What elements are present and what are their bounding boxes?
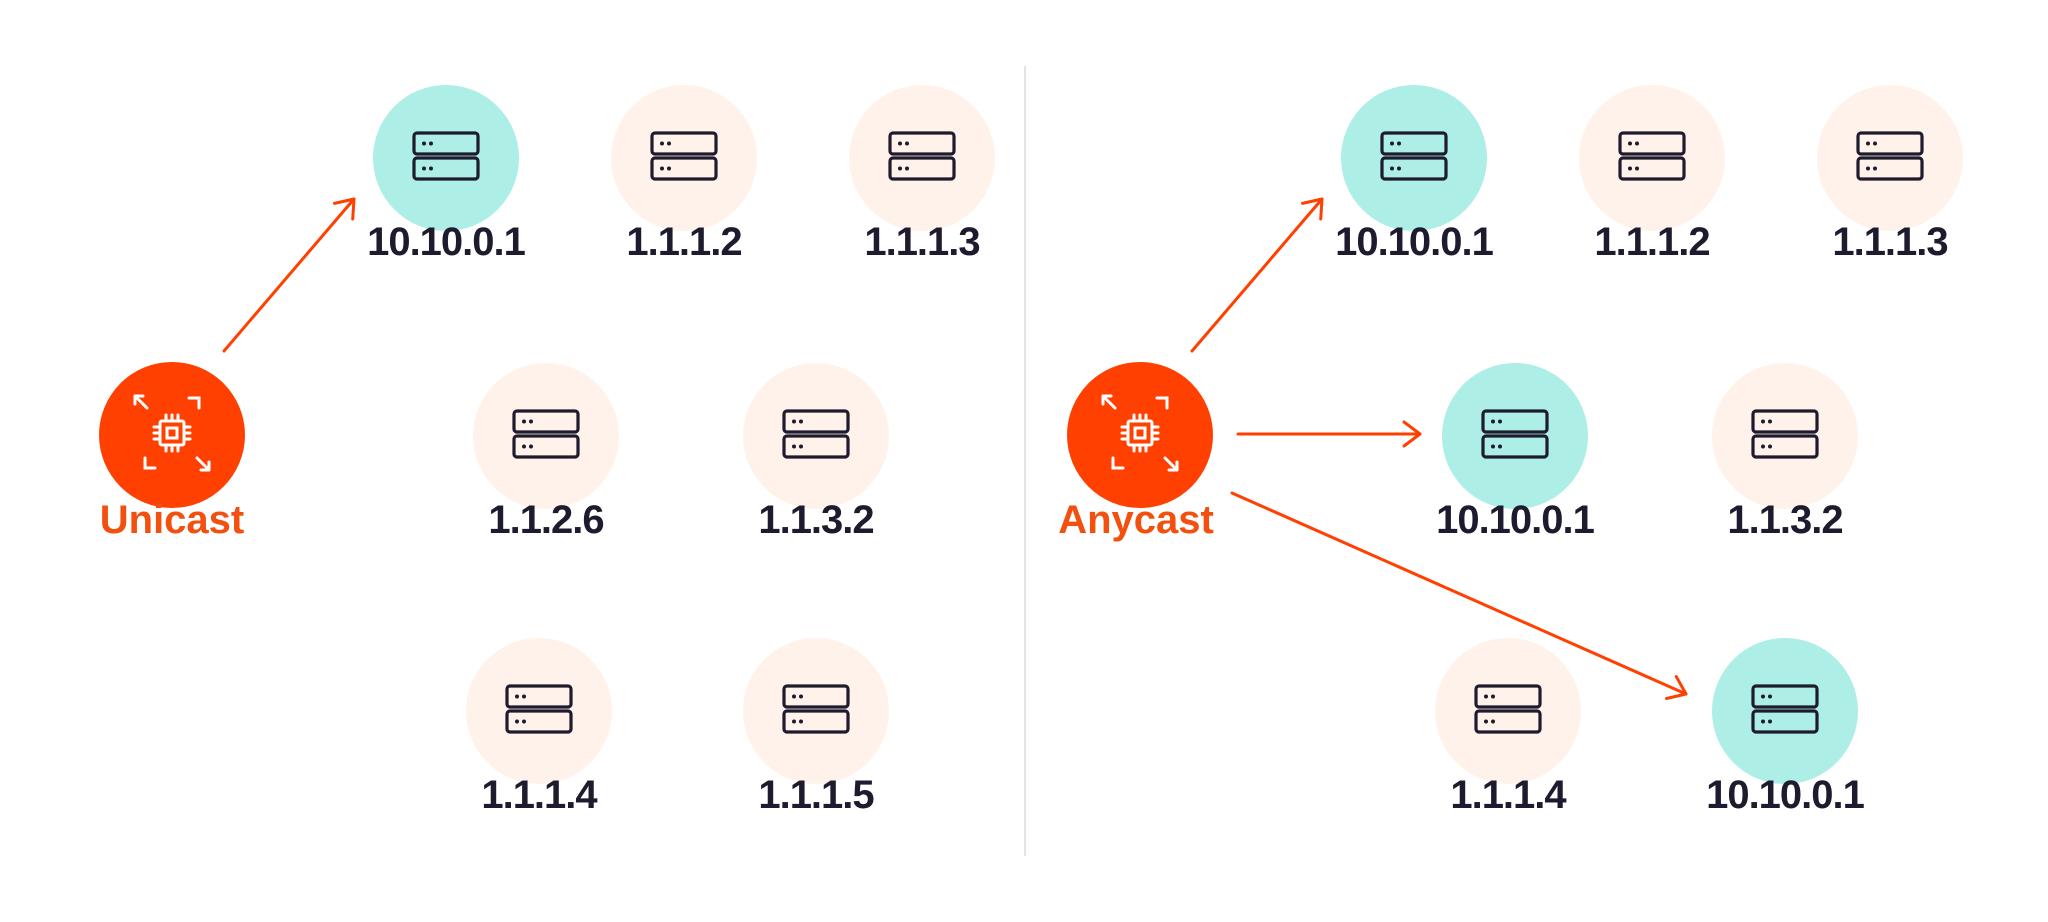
unicast-arrow-0-head: [332, 197, 356, 221]
server-ip-label: 1.1.1.4: [481, 773, 597, 817]
server-icon: [1480, 408, 1550, 465]
server-node: [1579, 85, 1725, 231]
server-ip-label: 1.1.1.4: [1450, 773, 1566, 817]
server-ip-label: 1.1.1.2: [626, 220, 742, 264]
server-icon: [781, 408, 851, 465]
anycast-arrow-1-head: [1402, 420, 1422, 448]
server-ip-label: 1.1.3.2: [1727, 498, 1843, 542]
chip-icon: [127, 388, 217, 483]
anycast-source-label: Anycast: [1058, 498, 1214, 542]
unicast-source-node: [99, 362, 245, 508]
server-icon: [1750, 408, 1820, 465]
server-icon: [504, 683, 574, 740]
server-node: [1442, 363, 1588, 509]
server-icon: [1855, 130, 1925, 187]
server-icon: [411, 130, 481, 187]
server-ip-label: 1.1.1.3: [1832, 220, 1948, 264]
anycast-arrow-0-head: [1300, 197, 1324, 221]
server-node: [1817, 85, 1963, 231]
server-icon: [1617, 130, 1687, 187]
anycast-arrow-2-head: [1665, 675, 1688, 700]
server-node: [1435, 638, 1581, 784]
server-node: [473, 363, 619, 509]
unicast-source-label: Unicast: [99, 498, 245, 542]
server-icon: [887, 130, 957, 187]
server-icon: [511, 408, 581, 465]
server-ip-label: 1.1.2.6: [488, 498, 604, 542]
server-ip-label: 1.1.3.2: [758, 498, 874, 542]
server-ip-label: 10.10.0.1: [1706, 773, 1865, 817]
server-node: [849, 85, 995, 231]
server-node: [743, 363, 889, 509]
server-node: [611, 85, 757, 231]
panel-divider: [1024, 66, 1026, 856]
server-ip-label: 1.1.1.2: [1594, 220, 1710, 264]
server-icon: [1473, 683, 1543, 740]
anycast-source-node: [1067, 362, 1213, 508]
server-node: [743, 638, 889, 784]
server-node: [1712, 363, 1858, 509]
server-ip-label: 10.10.0.1: [367, 220, 526, 264]
server-ip-label: 10.10.0.1: [1335, 220, 1494, 264]
server-icon: [1750, 683, 1820, 740]
server-icon: [1379, 130, 1449, 187]
server-icon: [781, 683, 851, 740]
server-icon: [649, 130, 719, 187]
server-ip-label: 1.1.1.3: [864, 220, 980, 264]
server-node: [466, 638, 612, 784]
server-node: [373, 85, 519, 231]
server-ip-label: 10.10.0.1: [1436, 498, 1595, 542]
server-node: [1341, 85, 1487, 231]
server-node: [1712, 638, 1858, 784]
chip-icon: [1095, 388, 1185, 483]
server-ip-label: 1.1.1.5: [758, 773, 874, 817]
